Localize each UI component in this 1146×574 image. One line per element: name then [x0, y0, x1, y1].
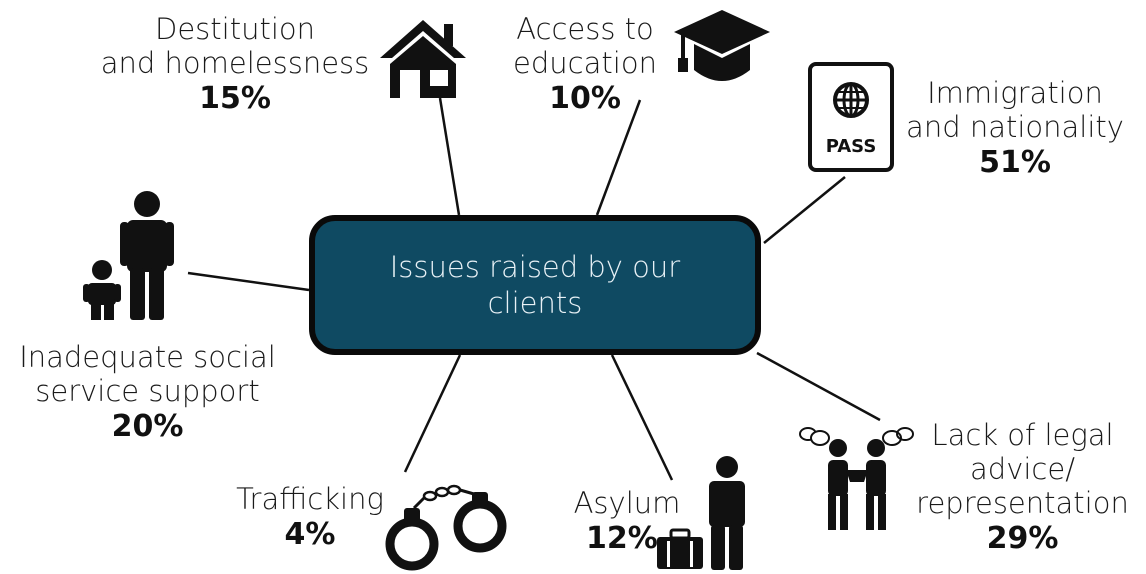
issue-percent: 51% [979, 145, 1051, 180]
issue-legal-advice: Lack of legal advice/ representation 29% [905, 418, 1140, 558]
issue-percent: 10% [549, 81, 621, 116]
issue-percent: 29% [986, 521, 1059, 556]
issue-percent: 15% [199, 81, 271, 116]
issue-label-line: Trafficking [236, 482, 384, 516]
issue-social-services: Inadequate social service support 20% [5, 340, 290, 446]
connector-trafficking [403, 354, 462, 473]
center-node: Issues raised by our clients [309, 215, 761, 355]
connector-destitution [438, 97, 461, 216]
passport-icon: PASS [808, 62, 894, 172]
issue-label-line: Inadequate social [19, 340, 276, 374]
issue-label-line: Immigration [927, 76, 1103, 110]
connector-education [595, 99, 642, 216]
center-title-line-2: clients [487, 286, 583, 320]
adult-and-child-icon [83, 191, 174, 320]
issue-label-line: Lack of legal [931, 418, 1114, 452]
issue-asylum: Asylum 12% [568, 486, 686, 558]
issue-label-line: Asylum [573, 486, 681, 520]
graduation-cap-icon [674, 10, 770, 81]
connector-legal [756, 351, 881, 422]
issue-label-line: and nationality [906, 110, 1124, 144]
issue-label-line: and homelessness [100, 46, 370, 80]
issue-percent: 12% [586, 521, 658, 556]
issue-trafficking: Trafficking 4% [225, 482, 395, 554]
issue-label-line: education [513, 46, 657, 80]
handcuffs-icon [385, 484, 507, 571]
connector-social [187, 271, 310, 292]
house-icon [380, 20, 466, 98]
center-title-line-1: Issues raised by our [389, 250, 681, 284]
two-people-talking-icon [799, 427, 914, 530]
issue-immigration: Immigration and nationality 51% [895, 76, 1135, 182]
passport-label: PASS [826, 136, 877, 157]
issue-label-line: representation [916, 486, 1129, 520]
person-with-suitcase-icon [657, 456, 745, 570]
issue-percent: 20% [111, 409, 184, 444]
issue-label-line: Destitution [154, 12, 315, 46]
connector-immigration [763, 176, 846, 244]
issue-label-line: service support [35, 374, 260, 408]
issue-destitution: Destitution and homelessness 15% [100, 12, 370, 118]
issue-education: Access to education 10% [490, 12, 680, 118]
issue-label-line: Access to [516, 12, 654, 46]
issue-percent: 4% [284, 517, 336, 552]
connector-asylum [610, 354, 674, 481]
issue-label-line: advice/ [970, 452, 1075, 486]
